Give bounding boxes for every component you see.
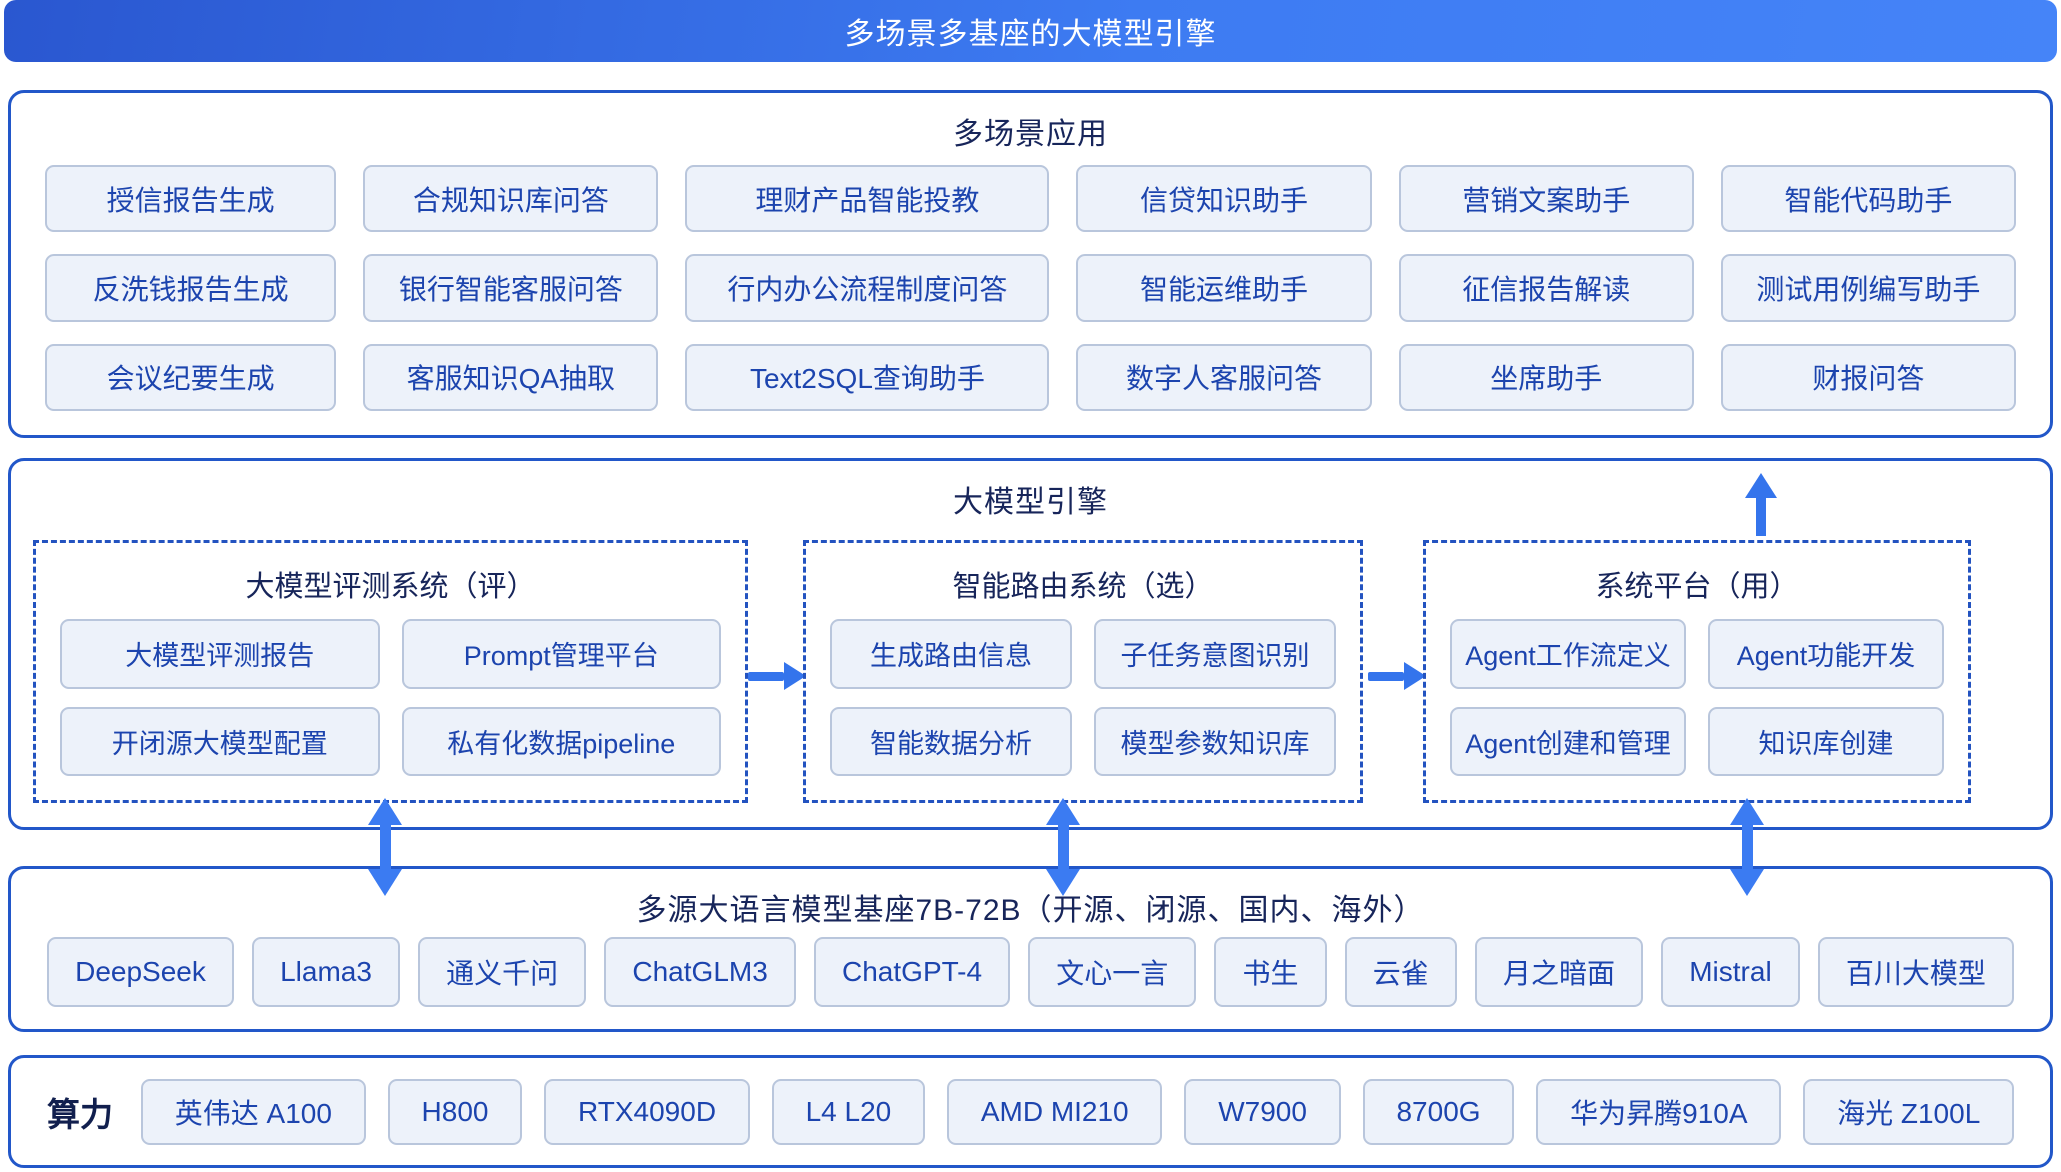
module-chip: 私有化数据pipeline: [401, 706, 721, 776]
model-chip: 书生: [1214, 937, 1327, 1007]
scenario-chip: 智能代码助手: [1720, 165, 2016, 233]
module-chip: Agent工作流定义: [1450, 619, 1686, 689]
compute-chip: 华为昇腾910A: [1536, 1078, 1782, 1145]
compute-chip: W7900: [1184, 1078, 1341, 1145]
engine-section: 大模型引擎 大模型评测系统（评） 大模型评测报告 Prompt管理平台 开闭源大…: [8, 458, 2053, 830]
module-chip: Agent创建和管理: [1450, 706, 1686, 776]
module-chip: Agent功能开发: [1708, 619, 1944, 689]
banner-title: 多场景多基座的大模型引擎: [844, 18, 1217, 51]
compute-chip: 8700G: [1362, 1078, 1515, 1145]
module-chip: Prompt管理平台: [401, 619, 721, 689]
compute-wrap: 算力 英伟达 A100 H800 RTX4090D L4 L20 AMD MI2…: [47, 1058, 2015, 1165]
scenario-chip: 会议纪要生成: [45, 343, 337, 411]
scenario-chip: 反洗钱报告生成: [45, 254, 337, 322]
arrow-updown-icon: [1730, 798, 1764, 896]
module-chip: 大模型评测报告: [60, 619, 380, 689]
scenario-chip: 理财产品智能投教: [685, 165, 1050, 233]
module-chip: 开闭源大模型配置: [60, 706, 380, 776]
scenario-chip: 营销文案助手: [1398, 165, 1694, 233]
foundation-models-row: DeepSeek Llama3 通义千问 ChatGLM3 ChatGPT-4 …: [47, 937, 2015, 1007]
compute-chip: AMD MI210: [947, 1078, 1163, 1145]
model-chip: 通义千问: [418, 937, 587, 1007]
model-chip: ChatGLM3: [604, 937, 796, 1007]
scenario-chip: 行内办公流程制度问答: [685, 254, 1050, 322]
model-chip: Llama3: [251, 937, 401, 1007]
scenario-chip: 授信报告生成: [45, 165, 337, 233]
scenario-chip: 数字人客服问答: [1076, 343, 1372, 411]
foundation-section: 多源大语言模型基座7B-72B（开源、闭源、国内、海外） DeepSeek Ll…: [8, 866, 2053, 1032]
scenario-chip: 银行智能客服问答: [363, 254, 659, 322]
model-chip: 云雀: [1344, 937, 1457, 1007]
compute-chip: 海光 Z100L: [1803, 1078, 2015, 1145]
compute-chip: H800: [387, 1078, 523, 1145]
platform-module-title: 系统平台（用）: [1595, 571, 1799, 603]
compute-label: 算力: [47, 1095, 113, 1133]
model-chip: 文心一言: [1028, 937, 1197, 1007]
arrow-updown-icon: [1046, 798, 1080, 896]
compute-chip: 英伟达 A100: [141, 1078, 366, 1145]
evaluation-module-title: 大模型评测系统（评）: [245, 571, 536, 603]
compute-chip: L4 L20: [771, 1078, 926, 1145]
module-chip: 智能数据分析: [830, 706, 1072, 776]
scenario-chip: Text2SQL查询助手: [685, 343, 1050, 411]
routing-module-grid: 生成路由信息 子任务意图识别 智能数据分析 模型参数知识库: [830, 619, 1336, 776]
compute-row: 英伟达 A100 H800 RTX4090D L4 L20 AMD MI210 …: [141, 1078, 2015, 1145]
module-chip: 子任务意图识别: [1094, 619, 1336, 689]
platform-module: 系统平台（用） Agent工作流定义 Agent功能开发 Agent创建和管理 …: [1423, 540, 1971, 803]
arrow-up-icon: [1745, 473, 1777, 536]
scenario-chip: 客服知识QA抽取: [363, 343, 659, 411]
module-chip: 知识库创建: [1708, 706, 1944, 776]
banner: 多场景多基座的大模型引擎: [4, 0, 2057, 62]
scenarios-grid: 授信报告生成 合规知识库问答 理财产品智能投教 信贷知识助手 营销文案助手 智能…: [45, 165, 2016, 411]
scenario-chip: 坐席助手: [1398, 343, 1694, 411]
model-chip: 百川大模型: [1817, 937, 2015, 1007]
scenarios-title: 多场景应用: [953, 118, 1108, 151]
scenario-chip: 信贷知识助手: [1076, 165, 1372, 233]
compute-chip: RTX4090D: [544, 1078, 750, 1145]
arrow-right-icon: [1368, 662, 1426, 690]
routing-module: 智能路由系统（选） 生成路由信息 子任务意图识别 智能数据分析 模型参数知识库: [803, 540, 1363, 803]
module-chip: 生成路由信息: [830, 619, 1072, 689]
scenario-chip: 征信报告解读: [1398, 254, 1694, 322]
scenario-chip: 合规知识库问答: [363, 165, 659, 233]
arrow-right-icon: [748, 662, 806, 690]
scenarios-section: 多场景应用 授信报告生成 合规知识库问答 理财产品智能投教 信贷知识助手 营销文…: [8, 90, 2053, 438]
compute-section: 算力 英伟达 A100 H800 RTX4090D L4 L20 AMD MI2…: [8, 1055, 2053, 1168]
module-chip: 模型参数知识库: [1094, 706, 1336, 776]
engine-title: 大模型引擎: [953, 486, 1108, 519]
evaluation-module: 大模型评测系统（评） 大模型评测报告 Prompt管理平台 开闭源大模型配置 私…: [33, 540, 748, 803]
foundation-title: 多源大语言模型基座7B-72B（开源、闭源、国内、海外）: [636, 894, 1425, 927]
scenario-chip: 财报问答: [1720, 343, 2016, 411]
routing-module-title: 智能路由系统（选）: [952, 571, 1214, 603]
model-chip: DeepSeek: [47, 937, 234, 1007]
model-chip: Mistral: [1661, 937, 1800, 1007]
arrow-updown-icon: [368, 798, 402, 896]
scenario-chip: 测试用例编写助手: [1720, 254, 2016, 322]
platform-module-grid: Agent工作流定义 Agent功能开发 Agent创建和管理 知识库创建: [1450, 619, 1944, 776]
model-chip: ChatGPT-4: [813, 937, 1011, 1007]
model-chip: 月之暗面: [1474, 937, 1644, 1007]
evaluation-module-grid: 大模型评测报告 Prompt管理平台 开闭源大模型配置 私有化数据pipelin…: [60, 619, 721, 776]
scenario-chip: 智能运维助手: [1076, 254, 1372, 322]
